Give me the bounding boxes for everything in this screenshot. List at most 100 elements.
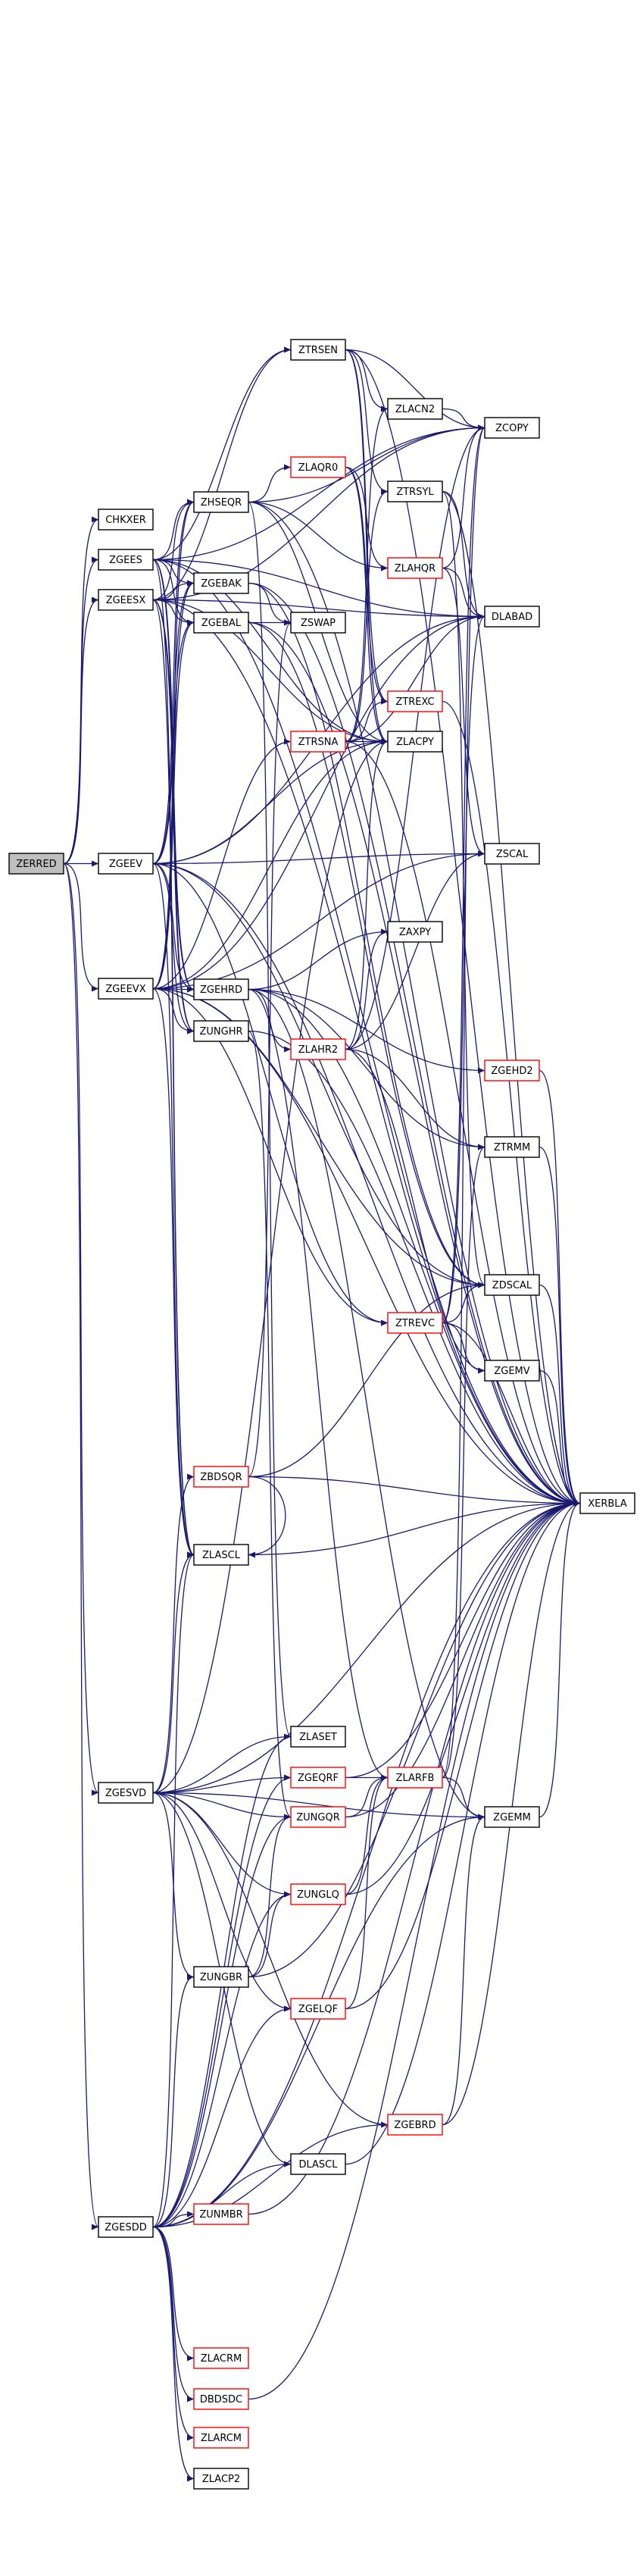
- edge-zgeqrf-to-xerbla: [345, 1502, 581, 1779]
- arrowhead-ztrevc-to-dlabad: [478, 613, 485, 620]
- edge-zgeesx-to-ztrsen: [152, 349, 292, 601]
- node-zlaqr0[interactable]: ZLAQR0: [290, 456, 346, 478]
- edge-zgesvd-to-zungqr: [152, 1792, 292, 1818]
- node-box: [193, 2347, 249, 2369]
- arrowhead-zgebrd-to-zgemm: [478, 1814, 485, 1820]
- arrowhead-zbdsqr-to-zswap: [284, 619, 291, 626]
- arrowhead-zgesdd-to-zgeqrf: [284, 1774, 291, 1781]
- node-label: ZLACPY: [396, 737, 434, 748]
- node-label: ZSWAP: [301, 618, 336, 629]
- edge-ztrsna-to-xerbla: [345, 740, 581, 1504]
- node-box: [98, 2216, 154, 2238]
- node-ztrexc[interactable]: ZTREXC: [387, 690, 443, 712]
- node-zlarfb[interactable]: ZLARFB: [387, 1767, 443, 1789]
- node-label: ZTRSEN: [298, 345, 338, 356]
- node-zlacp2: ZLACP2: [193, 2468, 249, 2490]
- edge-dlascl-to-xerbla: [345, 1502, 581, 2165]
- edge-zgesdd-to-zgelqf: [152, 2008, 292, 2228]
- arrowhead-zerred-to-zgeevx: [92, 985, 98, 992]
- arrowhead-zgehrd-to-zlahr2: [284, 1046, 291, 1053]
- edge-zerred-to-zgeevx: [63, 862, 99, 990]
- edge-zunglq-to-xerbla: [345, 1502, 581, 1895]
- node-zcopy: ZCOPY: [484, 417, 540, 439]
- edge-zgehrd-to-xerbla: [248, 988, 581, 1504]
- node-box: [387, 1767, 443, 1789]
- edge-zgesdd-to-zgeqrf: [152, 1776, 292, 2228]
- arrowhead-zlahr2-to-zaxpy: [381, 928, 388, 935]
- edge-zerred-to-zgesvd: [63, 862, 99, 1794]
- node-box: [290, 2153, 346, 2175]
- edge-ztrevc-to-dlabad: [442, 615, 485, 1324]
- node-zungqr[interactable]: ZUNGQR: [290, 1806, 346, 1828]
- node-dlascl: DLASCL: [290, 2153, 346, 2175]
- edge-zlahqr-to-dlabad: [442, 567, 485, 618]
- node-zgeqrf[interactable]: ZGEQRF: [290, 1767, 346, 1789]
- node-zlacrm[interactable]: ZLACRM: [193, 2347, 249, 2369]
- node-label: ZGEQRF: [298, 1773, 339, 1784]
- edge-zgemm-to-xerbla: [539, 1502, 581, 1818]
- node-label: ZGEBAK: [201, 578, 242, 590]
- arrowhead-zgesdd-to-dlascl: [284, 2161, 291, 2168]
- node-zgebrd[interactable]: ZGEBRD: [387, 2114, 443, 2136]
- arrowhead-zgesdd-to-zlascl: [187, 1551, 194, 1558]
- node-label: ZLASET: [299, 1732, 337, 1743]
- node-box: [579, 1492, 635, 1514]
- edge-ztrsna-to-ztrexc: [345, 700, 389, 743]
- edge-zgehrd-to-zaxpy: [248, 931, 389, 991]
- node-ztrsna[interactable]: ZTRSNA: [290, 731, 346, 753]
- node-zbdsqr[interactable]: ZBDSQR: [193, 1466, 249, 1488]
- arrowhead-ztrevc-to-zdscal: [478, 1282, 485, 1288]
- arrowhead-zhseqr-to-zlaset: [284, 1733, 291, 1740]
- node-dlabad: DLABAD: [484, 606, 540, 628]
- edge-zgehd2-to-xerbla: [539, 1069, 581, 1504]
- node-zunglq[interactable]: ZUNGLQ: [290, 1883, 346, 1905]
- edge-zgeevx-to-ztrsna: [152, 740, 292, 990]
- edge-zgebak-to-zswap: [248, 582, 292, 624]
- node-dbdsdc[interactable]: DBDSDC: [193, 2388, 249, 2410]
- node-box: [484, 606, 540, 628]
- edge-zgesvd-to-zgelqf: [152, 1792, 292, 2010]
- node-label: ZUNMBR: [199, 2209, 242, 2221]
- edge-zgebrd-to-zgemm: [442, 1816, 485, 2126]
- node-ztrevc[interactable]: ZTREVC: [387, 1312, 443, 1334]
- node-zgehd2[interactable]: ZGEHD2: [484, 1060, 540, 1081]
- node-label: DLABAD: [492, 612, 532, 623]
- arrowhead-zgeevx-to-zgehrd: [187, 986, 194, 993]
- edge-zgeev-to-ztrevc: [152, 862, 389, 1324]
- node-label: ZUNGQR: [296, 1812, 339, 1823]
- edge-zgesvd-to-zlascl: [152, 1554, 195, 1794]
- edge-zgeevx-to-zlacpy: [152, 740, 389, 990]
- node-box: [484, 1806, 540, 1828]
- edge-zhseqr-to-xerbla: [248, 501, 581, 1504]
- edge-ztrexc-to-xerbla: [442, 700, 581, 1504]
- node-zlarcm[interactable]: ZLARCM: [193, 2427, 249, 2449]
- edge-zgeesx-to-zlacpy: [152, 599, 389, 743]
- edge-ztrsen-to-zlacpy: [345, 349, 389, 743]
- node-zlahr2[interactable]: ZLAHR2: [290, 1038, 346, 1060]
- node-label: ZTRSYL: [396, 487, 434, 498]
- edge-dbdsdc-to-xerbla: [248, 1502, 581, 2400]
- node-zunghr: ZUNGHR: [193, 1020, 249, 1042]
- node-zgelqf[interactable]: ZGELQF: [290, 1998, 346, 2020]
- node-zunmbr[interactable]: ZUNMBR: [193, 2203, 249, 2225]
- arrowhead-zerred-to-zgeev: [92, 860, 98, 867]
- edge-zgelqf-to-zlarfb: [345, 1776, 389, 2010]
- arrowhead-ztrsna-to-ztrexc: [381, 698, 388, 705]
- node-zgemm: ZGEMM: [484, 1806, 540, 1828]
- edge-zgees-to-zhseqr: [152, 501, 195, 561]
- edge-zgeev-to-xerbla: [152, 862, 581, 1504]
- node-box: [387, 557, 443, 579]
- edge-ztrevc-to-zgemv: [442, 1322, 485, 1372]
- node-label: ZSCAL: [496, 849, 529, 860]
- edge-zgesdd-to-xerbla: [152, 1502, 581, 2228]
- arrowhead-zerred-to-chkxer: [92, 516, 98, 523]
- node-label: ZGESVD: [105, 1788, 146, 1799]
- node-box: [8, 853, 64, 875]
- node-label: ZTRMM: [494, 1142, 530, 1153]
- node-box: [484, 1136, 540, 1158]
- node-zlahqr[interactable]: ZLAHQR: [387, 557, 443, 579]
- node-ztrsyl: ZTRSYL: [387, 480, 443, 502]
- node-zgeesx: ZGEESX: [98, 589, 154, 611]
- arrowhead-zgemm-to-xerbla: [573, 1500, 580, 1507]
- node-box: [98, 549, 154, 571]
